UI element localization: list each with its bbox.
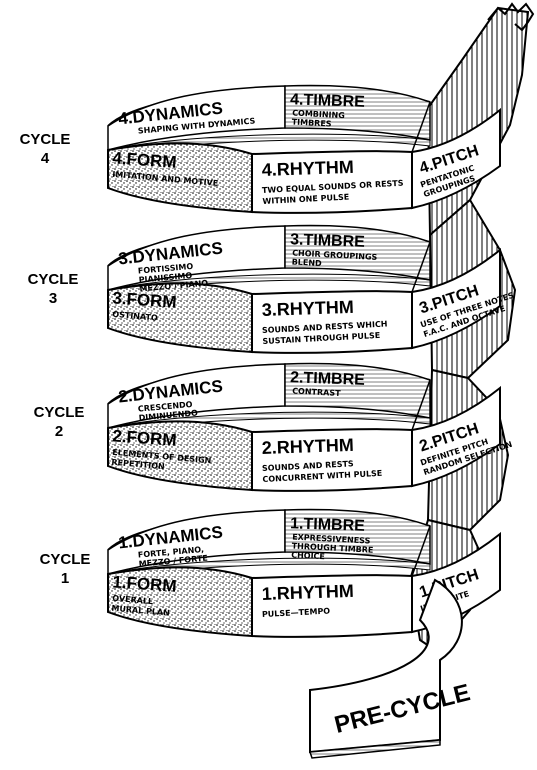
cycle-label-word: CYCLE (0, 130, 90, 149)
cycle-label-number: 2 (14, 422, 104, 441)
cycle-label-number: 3 (8, 289, 98, 308)
timbre-subtext: CHOICE (291, 550, 325, 561)
rhythm-title: 3.RHYTHM (261, 297, 354, 320)
rhythm-title: 2.RHYTHM (261, 435, 354, 458)
timbre-title: 2.TIMBRE (290, 369, 366, 389)
rhythm-title: 1.RHYTHM (261, 581, 354, 604)
timbre-title: 1.TIMBRE (290, 515, 366, 535)
timbre-title: 3.TIMBRE (290, 231, 366, 251)
cycle-label-number: 1 (20, 569, 110, 588)
cycle-label-word: CYCLE (8, 270, 98, 289)
cycle-label-word: CYCLE (20, 550, 110, 569)
timbre-subtext: BLEND (291, 257, 322, 268)
cycle-label-word: CYCLE (14, 403, 104, 422)
timbre-title: 4.TIMBRE (290, 91, 366, 111)
rhythm-title: 4.RHYTHM (261, 157, 354, 180)
cycle-label-number: 4 (0, 149, 90, 168)
